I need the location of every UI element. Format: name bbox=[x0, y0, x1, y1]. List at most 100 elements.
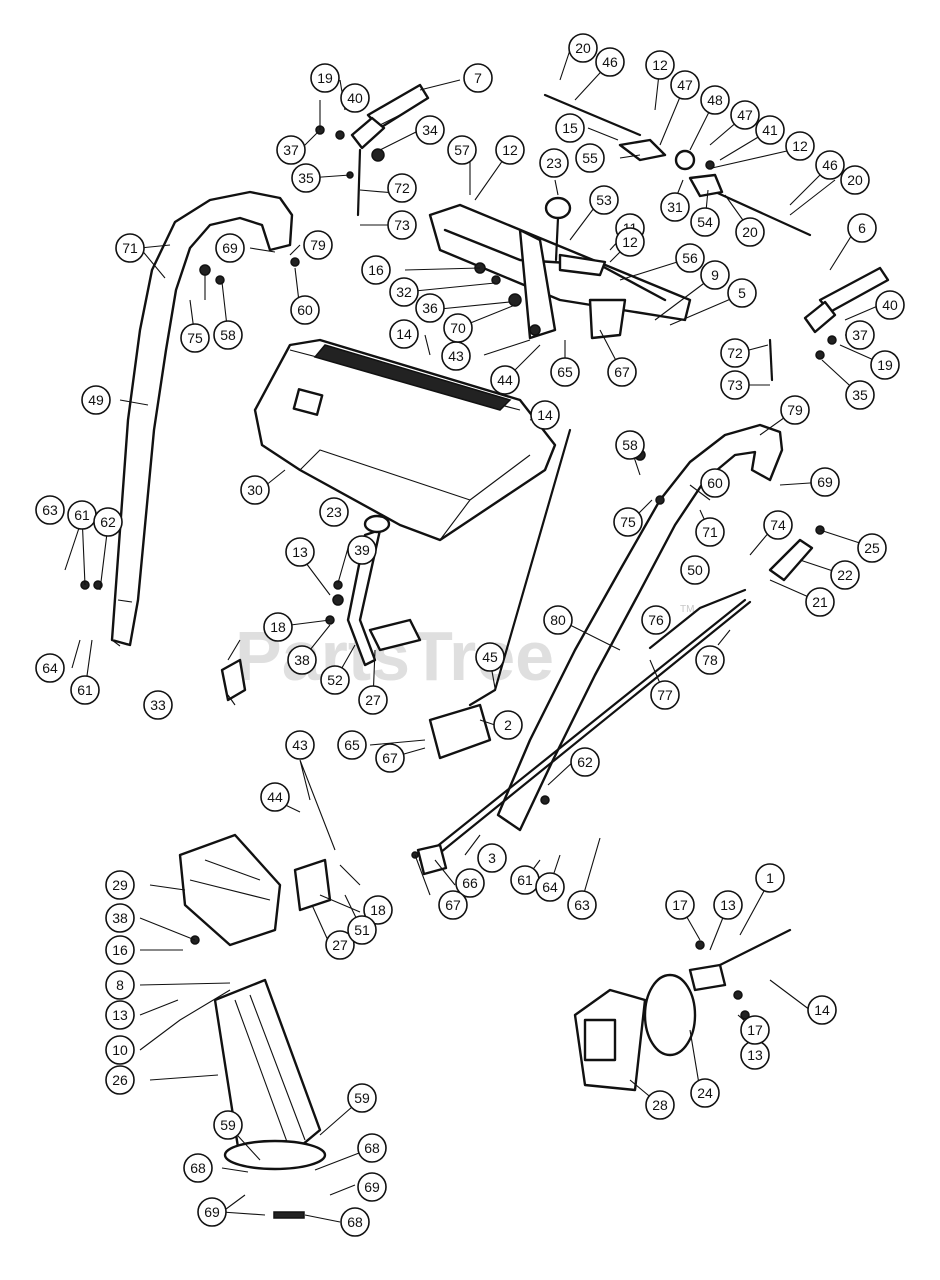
callout-circle bbox=[361, 255, 391, 285]
callout-number: 40 bbox=[882, 297, 898, 313]
callout-circle bbox=[595, 47, 625, 77]
callout-circle bbox=[387, 210, 417, 240]
callout-circle bbox=[589, 185, 619, 215]
callout-circle bbox=[105, 1065, 135, 1095]
callout-number: 44 bbox=[267, 789, 283, 805]
callout-36: 36 bbox=[415, 293, 445, 323]
callout-number: 79 bbox=[787, 402, 803, 418]
callout-number: 22 bbox=[837, 567, 853, 583]
callout-number: 78 bbox=[702, 652, 718, 668]
callout-number: 13 bbox=[112, 1007, 128, 1023]
callout-circle bbox=[263, 612, 293, 642]
callout-52: 52 bbox=[320, 665, 350, 695]
callout-number: 68 bbox=[364, 1140, 380, 1156]
callout-number: 73 bbox=[727, 377, 743, 393]
callout-number: 73 bbox=[394, 217, 410, 233]
callout-number: 7 bbox=[474, 70, 482, 86]
callout-number: 37 bbox=[852, 327, 868, 343]
callout-59: 59 bbox=[347, 1083, 377, 1113]
part-49-left-handle bbox=[110, 190, 294, 647]
callout-number: 2 bbox=[504, 717, 512, 733]
callout-67: 67 bbox=[607, 357, 637, 387]
callout-circle bbox=[550, 357, 580, 387]
callout-number: 38 bbox=[112, 910, 128, 926]
callout-circle bbox=[700, 260, 730, 290]
callout-number: 67 bbox=[382, 750, 398, 766]
callout-17: 17 bbox=[740, 1015, 770, 1045]
callout-number: 61 bbox=[77, 682, 93, 698]
callout-circle bbox=[319, 497, 349, 527]
callout-circle bbox=[535, 872, 565, 902]
callout-66: 66 bbox=[455, 868, 485, 898]
callout-circle bbox=[807, 995, 837, 1025]
callout-1: 1 bbox=[755, 863, 785, 893]
callout-64: 64 bbox=[535, 872, 565, 902]
callout-circle bbox=[477, 843, 507, 873]
callout-circle bbox=[567, 890, 597, 920]
callout-circle bbox=[363, 895, 393, 925]
callout-circle bbox=[340, 1207, 370, 1237]
callout-number: 69 bbox=[204, 1204, 220, 1220]
callout-number: 19 bbox=[317, 70, 333, 86]
callout-number: 51 bbox=[354, 922, 370, 938]
callout-40: 40 bbox=[875, 290, 905, 320]
callout-circle bbox=[347, 1083, 377, 1113]
callout-circle bbox=[700, 85, 730, 115]
callout-number: 67 bbox=[614, 364, 630, 380]
callout-13: 13 bbox=[105, 1000, 135, 1030]
callout-67: 67 bbox=[438, 890, 468, 920]
callout-number: 23 bbox=[326, 504, 342, 520]
callout-number: 12 bbox=[652, 57, 668, 73]
callouts: 1235678910111212121213131313141414151616… bbox=[35, 33, 905, 1237]
part-30-dash-panel bbox=[253, 338, 557, 542]
callout-number: 9 bbox=[711, 267, 719, 283]
callout-number: 16 bbox=[368, 262, 384, 278]
callout-number: 3 bbox=[488, 850, 496, 866]
callout-number: 80 bbox=[550, 612, 566, 628]
callout-number: 41 bbox=[762, 122, 778, 138]
callout-56: 56 bbox=[675, 243, 705, 273]
callout-number: 74 bbox=[770, 517, 786, 533]
callout-35: 35 bbox=[291, 163, 321, 193]
callout-72: 72 bbox=[720, 338, 750, 368]
callout-number: 39 bbox=[354, 542, 370, 558]
callout-12: 12 bbox=[615, 227, 645, 257]
callout-number: 28 bbox=[652, 1097, 668, 1113]
callout-circle bbox=[680, 555, 710, 585]
callout-76: 76 bbox=[641, 605, 671, 635]
callout-circle bbox=[690, 207, 720, 237]
callout-circle bbox=[183, 1153, 213, 1183]
callout-number: 68 bbox=[347, 1214, 363, 1230]
callout-number: 72 bbox=[727, 345, 743, 361]
callout-8: 8 bbox=[105, 970, 135, 1000]
callout-circle bbox=[213, 320, 243, 350]
callout-number: 66 bbox=[462, 875, 478, 891]
callout-circle bbox=[695, 645, 725, 675]
callout-number: 13 bbox=[747, 1047, 763, 1063]
part-6-lever bbox=[768, 266, 890, 382]
callout-number: 75 bbox=[187, 330, 203, 346]
callout-number: 77 bbox=[657, 687, 673, 703]
callout-67: 67 bbox=[375, 743, 405, 773]
callout-21: 21 bbox=[805, 587, 835, 617]
callout-circle bbox=[568, 33, 598, 63]
callout-16: 16 bbox=[361, 255, 391, 285]
callout-number: 43 bbox=[292, 737, 308, 753]
callout-circle bbox=[475, 642, 505, 672]
callout-number: 17 bbox=[672, 897, 688, 913]
callout-circle bbox=[303, 230, 333, 260]
callout-51: 51 bbox=[347, 915, 377, 945]
callout-circle bbox=[755, 863, 785, 893]
callout-65: 65 bbox=[337, 730, 367, 760]
callout-35: 35 bbox=[845, 380, 875, 410]
callout-24: 24 bbox=[690, 1078, 720, 1108]
callout-23: 23 bbox=[319, 497, 349, 527]
callout-39: 39 bbox=[347, 535, 377, 565]
callout-14: 14 bbox=[389, 319, 419, 349]
callout-46: 46 bbox=[595, 47, 625, 77]
callout-circle bbox=[815, 150, 845, 180]
callout-78: 78 bbox=[695, 645, 725, 675]
callout-circle bbox=[830, 560, 860, 590]
callout-circle bbox=[287, 645, 317, 675]
callout-61: 61 bbox=[510, 865, 540, 895]
